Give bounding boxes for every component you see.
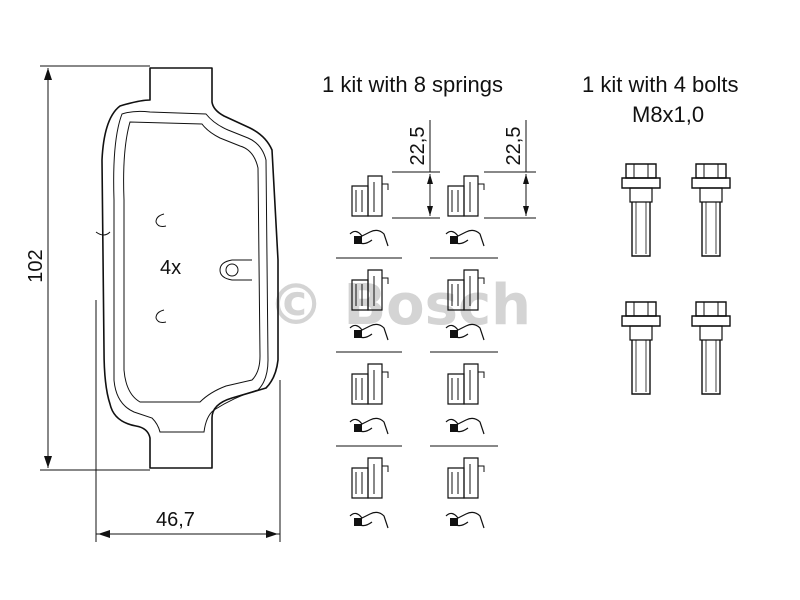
spring-clip-8	[445, 457, 485, 529]
bolt-3	[621, 301, 661, 395]
spring-grid-separators	[336, 257, 498, 447]
spring-clip-7	[349, 457, 389, 529]
spring-dimension-right	[484, 120, 536, 219]
watermark: © Bosch	[268, 273, 531, 338]
bolts-group	[621, 163, 731, 395]
pad-height-dimension: 102	[25, 249, 47, 282]
pad-width-dimension: 46,7	[156, 509, 195, 531]
spring-clip-4	[445, 269, 485, 341]
spring-clip-3	[349, 269, 389, 341]
spring-clip-1	[349, 175, 389, 247]
spring-clip-6	[445, 363, 485, 435]
spring-dimension-right-label: 22,5	[503, 127, 525, 166]
height-dimension	[40, 65, 150, 471]
bolt-1	[621, 163, 661, 257]
spring-dimension-left	[392, 120, 440, 219]
bolt-4	[691, 301, 731, 395]
springs-heading: 1 kit with 8 springs	[322, 72, 503, 97]
spring-dimension-left-label: 22,5	[407, 127, 429, 166]
bolts-heading-line2: M8x1,0	[632, 102, 704, 127]
bolt-2	[691, 163, 731, 257]
brake-pad-drawing	[95, 67, 279, 469]
springs-group	[349, 175, 485, 529]
pad-quantity-label: 4x	[160, 257, 181, 279]
spring-clip-2	[445, 175, 485, 247]
width-dimension	[95, 300, 281, 542]
bolts-heading-line1: 1 kit with 4 bolts	[582, 72, 739, 97]
spring-clip-5	[349, 363, 389, 435]
